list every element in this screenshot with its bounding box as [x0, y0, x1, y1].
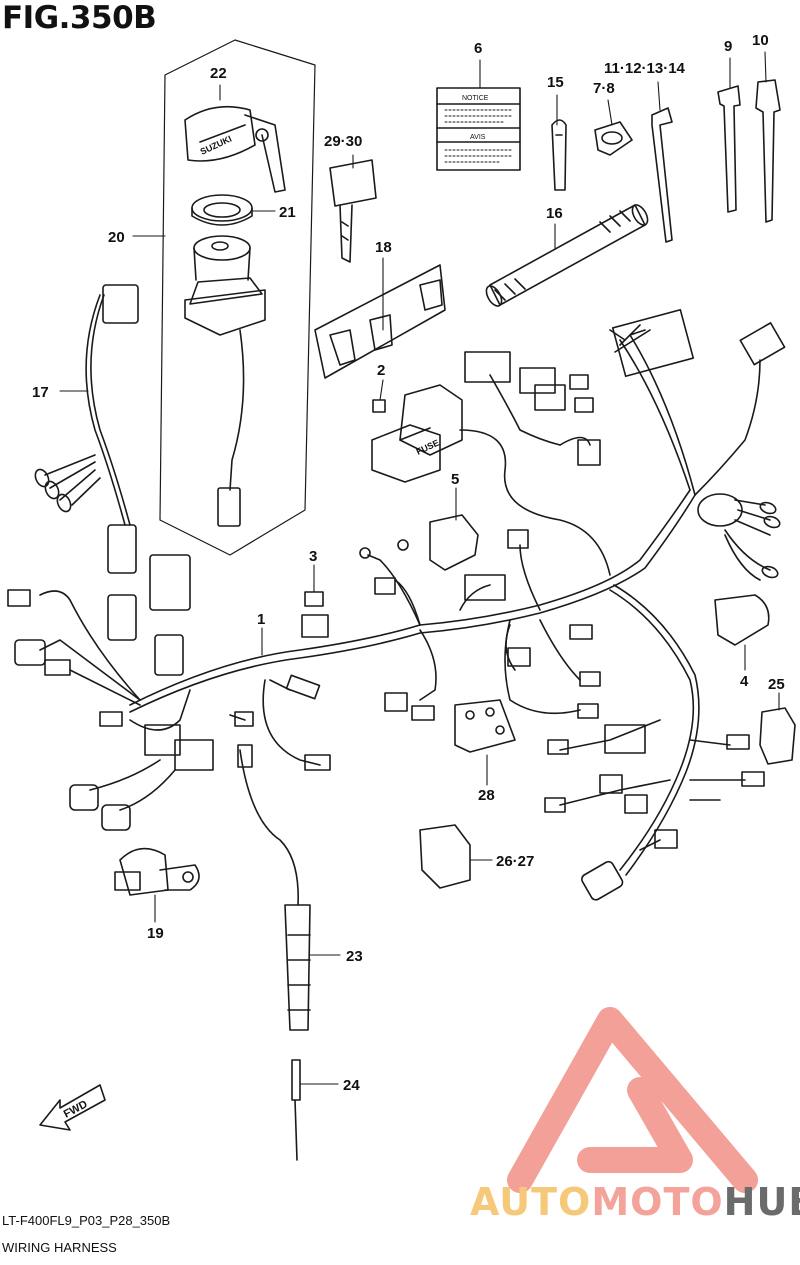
avis-text: AVIS: [470, 134, 486, 141]
sheet-name: WIRING HARNESS: [2, 1240, 117, 1255]
cable-tie-11-14: [651, 107, 673, 243]
spring-24: [291, 1059, 301, 1161]
fwd-arrow: [39, 1084, 106, 1131]
ring-nut-21: [191, 194, 253, 226]
label-part-1: 1: [257, 611, 265, 628]
main-harness-1: [7, 308, 786, 1161]
label-part-25: 25: [768, 676, 785, 693]
band-9: [717, 85, 741, 213]
watermark-word-1: AUTO: [470, 1180, 592, 1224]
protector-tube-16: [485, 204, 649, 307]
watermark-word-2: MOTO: [591, 1180, 724, 1224]
label-part-5: 5: [451, 471, 459, 488]
clamp-15: [551, 119, 567, 191]
label-part-7-8: 7·8: [593, 80, 615, 97]
label-part-3: 3: [309, 548, 317, 565]
label-part-24: 24: [343, 1077, 360, 1094]
label-part-9: 9: [724, 38, 732, 55]
label-part-16: 16: [546, 205, 563, 222]
cover-4: [714, 594, 770, 646]
relay-26-27: [419, 824, 471, 889]
watermark-word-3: HUB: [723, 1180, 800, 1224]
label-part-2: 2: [377, 362, 385, 379]
sub-harness-17: [34, 284, 139, 574]
label-part-4: 4: [740, 673, 749, 690]
figure-title: FIG.350B: [2, 0, 157, 36]
relay-3: [301, 591, 329, 638]
label-part-11-14: 11·12·13·14: [604, 60, 686, 77]
label-part-23: 23: [346, 948, 363, 965]
label-part-10: 10: [752, 32, 769, 49]
fwd-text: FWD: [62, 1098, 90, 1120]
ignition-box-outline: [159, 39, 316, 556]
watermark-logo: [507, 1007, 758, 1193]
suzuki-logo-text: SUZUKI: [199, 134, 234, 157]
notice-text: NOTICE: [462, 95, 489, 102]
label-part-17: 17: [32, 384, 49, 401]
bracket-28: [454, 699, 516, 753]
label-part-22: 22: [210, 65, 227, 82]
sheet-id: LT-F400FL9_P03_P28_350B: [2, 1213, 171, 1228]
label-part-21: 21: [279, 204, 296, 221]
label-part-19: 19: [147, 925, 164, 942]
key-29-30: [329, 159, 377, 263]
label-part-18: 18: [375, 239, 392, 256]
clip-7-8: [594, 121, 633, 156]
ignition-cap-22: [184, 105, 286, 193]
label-part-26-27: 26·27: [496, 853, 534, 870]
holder-5: [429, 514, 479, 571]
ignition-switch-body: [184, 235, 266, 527]
label-part-29-30: 29·30: [324, 133, 362, 150]
band-10: [755, 79, 781, 223]
label-part-15: 15: [547, 74, 564, 91]
relay-25: [759, 707, 796, 765]
label-part-6: 6: [474, 40, 482, 57]
watermark-brand: AUTOMOTOHUB: [470, 1180, 800, 1224]
fuse-2: [372, 399, 386, 413]
fuse-box: [371, 384, 463, 483]
label-part-20: 20: [108, 229, 125, 246]
label-part-28: 28: [478, 787, 495, 804]
switch-19: [114, 847, 200, 896]
notice-label-6: [436, 87, 521, 171]
